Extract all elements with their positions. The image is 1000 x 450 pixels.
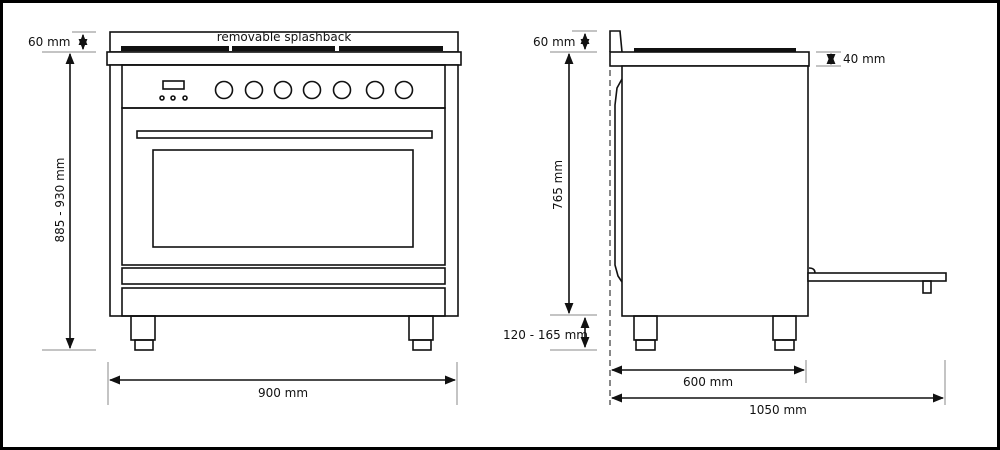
- side-splashback-dim: 60 mm: [533, 35, 575, 49]
- pulled-out-rack: [807, 272, 947, 282]
- control-knob-icons: [214, 80, 414, 100]
- side-worktop: [609, 51, 810, 67]
- front-width-dim: 900 mm: [258, 386, 308, 400]
- oven-door: [121, 107, 446, 266]
- drawer-trim: [121, 267, 446, 285]
- depth-dim: 600 mm: [683, 375, 733, 389]
- display-icon: [162, 80, 185, 90]
- front-splashback-dim: 60 mm: [28, 35, 70, 49]
- splashback-label: removable splashback: [217, 30, 352, 44]
- side-hob-grate: [634, 48, 796, 52]
- side-splashback: [609, 30, 623, 53]
- leg-height-dim: 120 - 165 mm: [503, 328, 588, 342]
- open-depth-dim: 1050 mm: [749, 403, 807, 417]
- rack-foot: [922, 280, 932, 294]
- worktop-thickness-dim: 40 mm: [843, 52, 885, 66]
- drawer: [121, 287, 446, 317]
- front-worktop: [106, 51, 462, 66]
- front-height-dim: 885 - 930 mm: [53, 158, 67, 243]
- body-height-dim: 765 mm: [551, 160, 565, 210]
- side-legs: [633, 315, 797, 351]
- hob-grate: [339, 46, 443, 51]
- door-handle: [136, 130, 433, 139]
- front-view: 60 mm 885 - 930 mm removable splashback …: [28, 30, 462, 405]
- oven-window: [152, 149, 414, 248]
- hob-grate: [232, 46, 335, 51]
- door-profile: [614, 78, 623, 283]
- side-view: 60 mm 765 mm 120 - 165 mm 40 mm 600 mm 1…: [503, 30, 947, 417]
- side-body: [621, 65, 809, 317]
- hob-grate: [121, 46, 229, 51]
- front-legs: [130, 315, 434, 351]
- small-button-icons: [159, 95, 188, 101]
- front-body: [109, 64, 459, 317]
